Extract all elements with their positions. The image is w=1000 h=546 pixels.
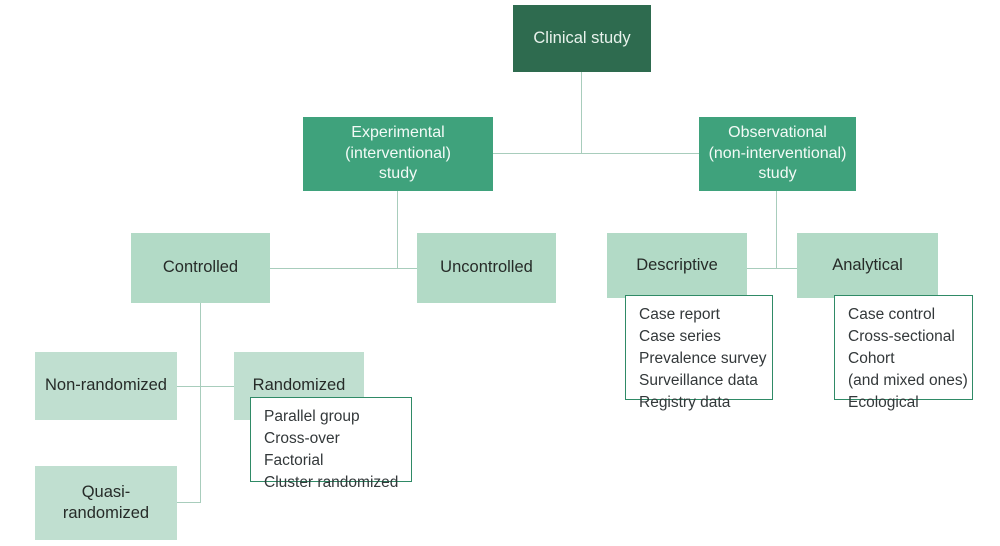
list-analytical-types: Case control Cross-sectional Cohort (and…: [834, 295, 973, 411]
randomized-types-list: Parallel group Cross-over Factorial Clus…: [264, 406, 401, 494]
node-controlled[interactable]: Controlled: [131, 233, 270, 303]
list-item: Parallel group: [264, 408, 360, 425]
list-item: Cluster randomized: [264, 474, 399, 491]
node-quasi-randomized[interactable]: Quasi- randomized: [35, 466, 177, 540]
connector-randomized-bar: [177, 386, 235, 388]
list-item: (and mixed ones): [848, 372, 968, 389]
node-analytical[interactable]: Analytical: [797, 233, 938, 298]
list-item: Case control: [848, 306, 936, 323]
connector-experimental-stem: [397, 191, 399, 269]
node-controlled-label: Controlled: [162, 258, 239, 277]
connector-observational-children-bar: [747, 268, 798, 270]
list-item: Prevalence survey: [639, 350, 767, 367]
node-descriptive[interactable]: Descriptive: [607, 233, 747, 298]
connector-level2-bar: [493, 153, 699, 155]
node-uncontrolled[interactable]: Uncontrolled: [417, 233, 556, 303]
list-randomized-types: Parallel group Cross-over Factorial Clus…: [250, 397, 412, 491]
connector-quasi-randomized-bar: [177, 502, 201, 504]
node-non-randomized[interactable]: Non-randomized: [35, 352, 177, 420]
node-experimental-study-label: Experimental (interventional) study: [345, 124, 451, 183]
list-item: Cross-sectional: [848, 328, 955, 345]
node-clinical-study-label: Clinical study: [533, 28, 631, 47]
node-quasi-randomized-label: Quasi- randomized: [62, 482, 150, 522]
descriptive-types-list: Case report Case series Prevalence surve…: [639, 304, 767, 414]
node-descriptive-label: Descriptive: [636, 255, 718, 274]
connector-controlled-stem: [200, 303, 202, 503]
analytical-types-list: Case control Cross-sectional Cohort (and…: [848, 304, 968, 414]
connector-observational-stem: [776, 191, 778, 269]
node-clinical-study[interactable]: Clinical study: [513, 5, 651, 72]
list-item: Registry data: [639, 394, 731, 411]
node-randomized-label: Randomized: [252, 376, 346, 395]
node-analytical-label: Analytical: [832, 255, 903, 274]
list-item: Cross-over: [264, 430, 340, 447]
list-item: Cohort: [848, 350, 895, 367]
node-uncontrolled-label: Uncontrolled: [440, 258, 533, 277]
connector-root-stem: [581, 72, 583, 154]
list-item: Case series: [639, 328, 721, 345]
node-observational-study[interactable]: Observational (non-interventional) study: [699, 117, 856, 191]
list-item: Factorial: [264, 452, 324, 469]
list-descriptive-types: Case report Case series Prevalence surve…: [625, 295, 773, 411]
list-item: Case report: [639, 306, 720, 323]
list-item: Surveillance data: [639, 372, 758, 389]
node-non-randomized-label: Non-randomized: [45, 376, 167, 395]
node-observational-study-label: Observational (non-interventional) study: [708, 124, 847, 183]
connector-experimental-children-bar: [270, 268, 418, 270]
node-experimental-study[interactable]: Experimental (interventional) study: [303, 117, 493, 191]
list-item: Ecological: [848, 394, 919, 411]
